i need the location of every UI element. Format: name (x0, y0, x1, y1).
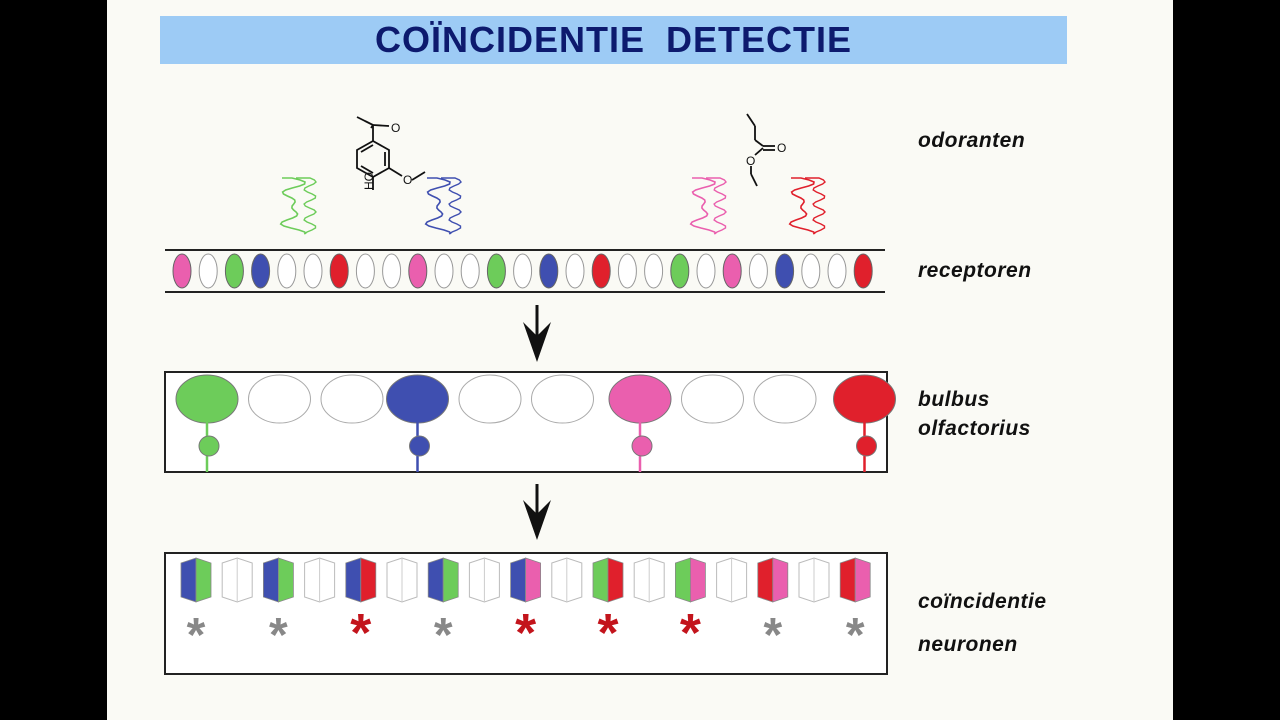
receptor-pink (722, 253, 742, 289)
receptor-blue (251, 253, 271, 289)
coincidence-star-gray: * (434, 609, 453, 662)
receptor-empty (198, 253, 218, 289)
glomerulus-green (175, 374, 239, 472)
receptor-green (670, 253, 690, 289)
neuron-empty (221, 557, 253, 603)
receptor-empty (277, 253, 297, 289)
receptor-green (224, 253, 244, 289)
coincidence-star-red: * (680, 603, 701, 663)
receptor-empty (748, 253, 768, 289)
neuron-blue-pink (510, 557, 542, 603)
neuron-empty (386, 557, 418, 603)
receptor-proteins (279, 177, 826, 235)
receptor-protein-red (788, 177, 826, 235)
receptor-empty (513, 253, 533, 289)
coincidence-star-gray: * (269, 609, 288, 662)
receptor-protein-green (279, 177, 317, 235)
receptor-protein-pink (689, 177, 727, 235)
receptor-red (329, 253, 349, 289)
receptor-empty (355, 253, 375, 289)
neuron-green-pink (675, 557, 706, 603)
arrow-down-icon (523, 484, 551, 540)
atom-label: O (777, 141, 786, 155)
neuron-blue-red (345, 557, 377, 603)
neuron-blue-green (180, 557, 212, 603)
neuron-red-pink (757, 557, 789, 603)
receptor-empty (617, 253, 637, 289)
receptor-empty (696, 253, 716, 289)
receptor-empty (460, 253, 480, 289)
coincidence-neuron-row: * * * * * * * * * (180, 557, 871, 663)
receptor-empty (434, 253, 454, 289)
arrow-down-icon (523, 305, 551, 362)
glomerulus-pink (608, 374, 672, 472)
receptor-empty (827, 253, 847, 289)
coincidence-star-red: * (350, 603, 371, 663)
glomerulus-empty (458, 374, 522, 424)
left-molecule-structure (356, 113, 775, 190)
label-bulbus-line2: olfactorius (918, 417, 1031, 440)
glomerulus-empty (531, 374, 594, 424)
neuron-blue-green (427, 557, 459, 603)
title-banner: COÏNCIDENTIE DETECTIE (160, 16, 1067, 64)
neuron-empty (798, 557, 830, 603)
glomerulus-empty (681, 374, 744, 424)
neuron-empty (633, 557, 665, 603)
slide-title: COÏNCIDENTIE DETECTIE (374, 19, 853, 60)
neuron-red-pink (839, 557, 871, 603)
receptor-empty (565, 253, 585, 289)
coincidence-star-gray: * (846, 609, 865, 662)
coincidence-star-gray: * (187, 609, 206, 662)
label-receptors: receptoren (918, 259, 1032, 282)
receptor-empty (801, 253, 821, 289)
label-coincidence-line1: coïncidentie (918, 590, 1047, 613)
glomerulus-blue (386, 374, 449, 472)
neuron-empty (304, 557, 336, 603)
label-coincidence-line2: neuronen (918, 633, 1018, 656)
receptor-empty (303, 253, 323, 289)
coincidence-star-gray: * (763, 609, 782, 662)
receptor-red (591, 253, 611, 289)
receptor-empty (644, 253, 664, 289)
neuron-empty (716, 557, 748, 603)
glomerulus-red (833, 374, 896, 472)
receptor-red (853, 253, 873, 289)
neuron-empty (468, 557, 500, 603)
label-bulbus-line1: bulbus (918, 388, 990, 411)
neuron-green-red (592, 557, 624, 603)
atom-label: O (746, 154, 755, 168)
neuron-blue-green (262, 557, 294, 603)
atom-label: O (391, 121, 400, 135)
molecule-atom-labels: O O HO O O (362, 121, 786, 190)
coincidence-star-red: * (597, 603, 618, 663)
coincidence-detection-diagram: O O HO O O * * * * * * * * * (164, 113, 896, 675)
atom-label: O (403, 173, 412, 187)
glomerulus-empty (320, 374, 384, 424)
receptor-empty (382, 253, 402, 289)
receptor-green (486, 253, 506, 289)
glomeruli-row (175, 374, 896, 472)
slide: COÏNCIDENTIE DETECTIE O (107, 0, 1173, 720)
receptor-blue (539, 253, 559, 289)
receptor-pink (408, 253, 428, 289)
glomerulus-empty (248, 374, 311, 424)
label-odorants: odoranten (918, 129, 1026, 152)
atom-label: HO (362, 172, 376, 190)
label-bulbus: bulbus olfactorius (918, 385, 1031, 443)
receptor-blue (775, 253, 795, 289)
coincidence-star-red: * (515, 603, 536, 663)
receptor-membrane (165, 249, 885, 293)
neuron-empty (551, 557, 583, 603)
receptor-row (172, 253, 873, 289)
glomerulus-empty (753, 374, 817, 424)
receptor-protein-blue (424, 177, 462, 235)
receptor-pink (172, 253, 192, 289)
